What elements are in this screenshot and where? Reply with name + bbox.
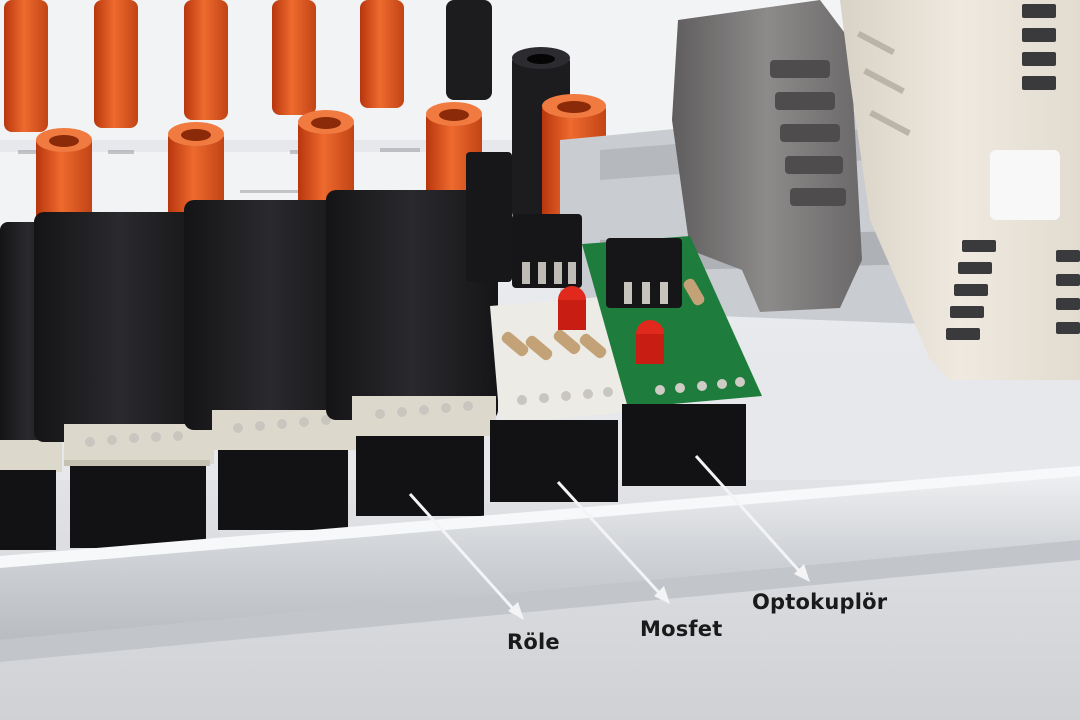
callout-arrows bbox=[408, 454, 810, 620]
callout-mosfet: Mosfet bbox=[640, 617, 723, 641]
arrow-mosfet-head bbox=[654, 586, 670, 604]
aluminium-profile bbox=[0, 466, 1080, 662]
arrow-optocoupler bbox=[694, 454, 804, 576]
din-clip bbox=[672, 0, 862, 312]
relay-modules bbox=[0, 190, 498, 550]
callout-optocoupler: Optokuplör bbox=[752, 590, 888, 614]
arrow-relay-head bbox=[508, 602, 524, 620]
callout-relay: Röle bbox=[507, 630, 560, 654]
arrow-relay bbox=[408, 492, 518, 614]
mosfet-module bbox=[466, 152, 630, 502]
arrow-optocoupler-head bbox=[794, 564, 810, 582]
back-row-jacks bbox=[4, 0, 492, 132]
optocoupler-module bbox=[582, 236, 762, 486]
din-module bbox=[840, 0, 1080, 392]
arrow-mosfet bbox=[556, 480, 664, 598]
